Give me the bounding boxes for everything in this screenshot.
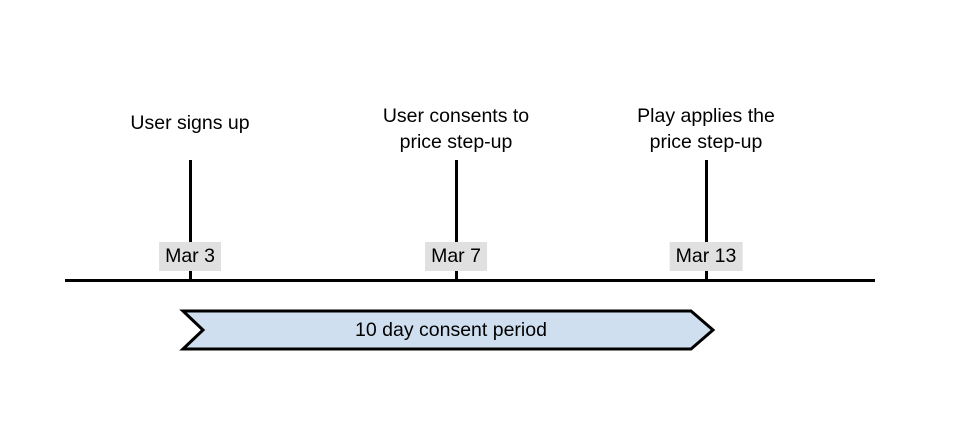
consent-period-label: 10 day consent period: [355, 318, 547, 341]
consent-period-banner: 10 day consent period: [179, 309, 716, 351]
event-caption-1: User signs up: [130, 112, 250, 134]
event-date-chip-2: Mar 7: [425, 242, 487, 271]
event-tick-1: [189, 160, 192, 281]
event-tick-2: [455, 160, 458, 281]
event-caption-3: Play applies the price step-up: [637, 105, 775, 153]
consent-period-banner-shape: [179, 309, 716, 351]
event-caption-2: User consents to price step-up: [382, 105, 530, 153]
event-date-chip-1: Mar 3: [159, 242, 221, 271]
event-date-chip-3: Mar 13: [669, 242, 743, 271]
timeline-axis-line: [65, 279, 875, 282]
event-tick-3: [705, 160, 708, 281]
banner-arrow-polygon: [179, 309, 716, 351]
